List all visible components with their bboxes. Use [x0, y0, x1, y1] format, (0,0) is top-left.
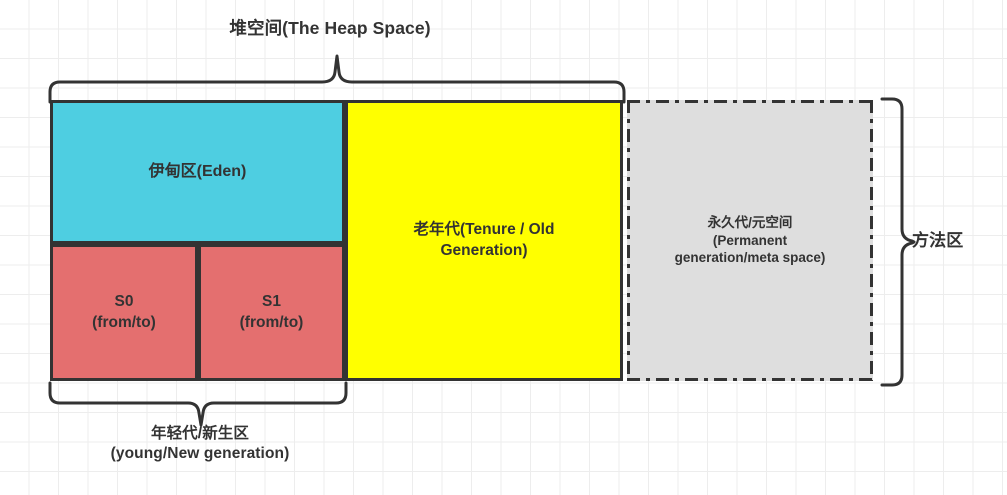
method-area-brace: [880, 97, 916, 392]
method-area-label: 方法区: [912, 231, 964, 250]
young-generation-label: 年轻代/新生区 (young/New generation): [110, 425, 290, 462]
heap-title: 堆空间(The Heap Space): [229, 18, 431, 38]
region-s0[interactable]: S0 (from/to): [50, 244, 198, 381]
region-s1[interactable]: S1 (from/to): [198, 244, 345, 381]
region-old-generation[interactable]: 老年代(Tenure / Old Generation): [345, 100, 623, 381]
region-permanent-generation[interactable]: 永久代/元空间 (Permanent generation/meta space…: [627, 100, 873, 381]
region-eden[interactable]: 伊甸区(Eden): [50, 100, 345, 244]
